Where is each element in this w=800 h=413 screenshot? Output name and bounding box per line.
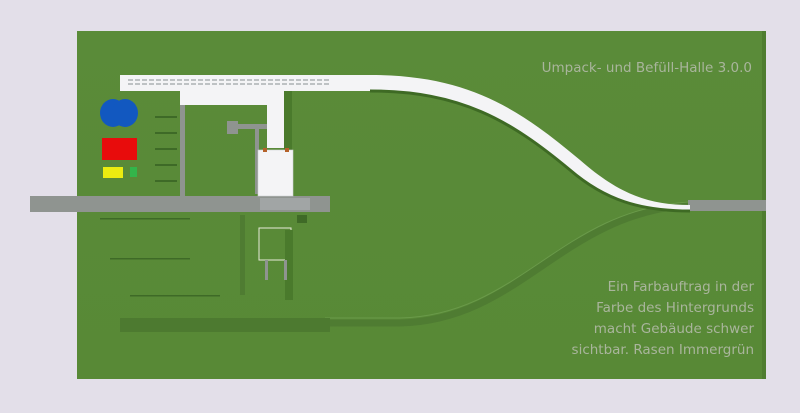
connector-tower: [267, 91, 284, 148]
note-line: sichtbar. Rasen Immergrün: [571, 342, 754, 358]
annotation-note: Ein Farbauftrag in der Farbe des Hinterg…: [572, 277, 754, 361]
yellow-marker: [103, 167, 123, 178]
junction-pad: [227, 121, 238, 134]
hall-windows: [128, 79, 330, 85]
main-building: [257, 149, 294, 197]
tree-rows: [100, 116, 220, 297]
green-marker: [130, 167, 137, 177]
lower-platform: [120, 318, 330, 332]
model-title: Umpack- und Befüll-Halle 3.0.0: [541, 60, 752, 76]
note-line: macht Gebäude schwer: [593, 321, 754, 337]
note-line: Ein Farbauftrag in der: [607, 279, 754, 295]
red-marker: [102, 138, 137, 160]
curved-hall: [120, 75, 690, 211]
connector-wing: [180, 91, 284, 105]
vertical-road-left: [180, 105, 185, 197]
vertical-road-mid: [255, 124, 259, 194]
main-road-east: [688, 200, 766, 211]
note-line: Farbe des Hintergrunds: [596, 300, 754, 316]
lower-curved-track: [325, 201, 689, 327]
main-road-west: [30, 196, 330, 212]
